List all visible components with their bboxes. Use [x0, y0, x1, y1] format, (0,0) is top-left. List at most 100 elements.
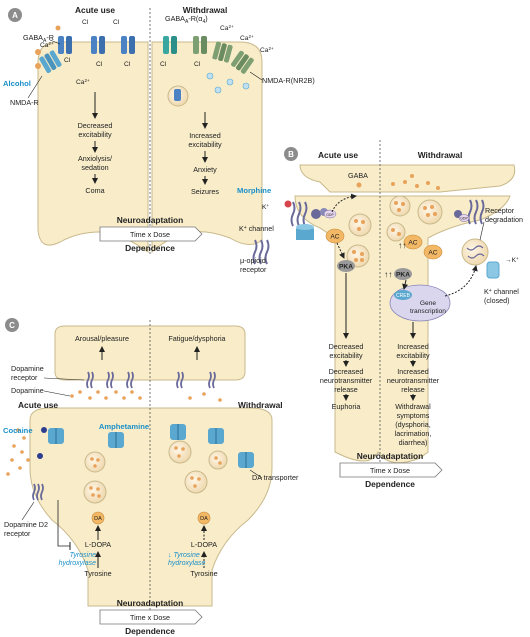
vesicles-c-acute [83, 451, 107, 504]
da-transporters-acute [48, 428, 124, 448]
panel-b-right-title: Withdrawal [418, 150, 463, 160]
panel-c-neuroadaptation: Neuroadaptation [117, 598, 184, 608]
panel-b-neuroadaptation: Neuroadaptation [357, 451, 424, 461]
k-channel-acute [296, 224, 314, 240]
panel-a-badge-label: A [12, 11, 18, 20]
vesicles-withdrawal [386, 195, 443, 242]
nmda-r-nr2b-label: NMDA-R(NR2B) [262, 76, 315, 85]
svg-text:Cl: Cl [194, 61, 201, 68]
vesicles-c-withdrawal [168, 440, 228, 494]
ac-withdrawal-2 [423, 244, 443, 260]
panel-c-right-title: Withdrawal [238, 400, 283, 410]
panel-a-neuroadaptation: Neuroadaptation [117, 215, 184, 225]
da-withdrawal [197, 511, 211, 525]
panel-a-right-chain-3: Seizures [191, 187, 219, 196]
k-channel-label: K+ channel [239, 224, 274, 233]
da-withdrawal-label: DA [200, 516, 208, 522]
dopamine-molecules-withdrawal [188, 392, 222, 402]
g-protein-acute: GDP [311, 208, 337, 219]
cocaine-molecule [41, 427, 47, 433]
panel-a-left-chain-3: Coma [85, 186, 104, 195]
ac-acute-label: AC [330, 234, 339, 241]
k-channel-closed [486, 261, 500, 279]
panel-a: A Acute use Withdrawal GABAA-R Alcohol N… [3, 5, 315, 254]
da-transporters-withdrawal [170, 424, 254, 468]
mu-opioid-receptor-lower [252, 239, 270, 265]
nmda-receptor-acute [39, 50, 62, 74]
panel-a-left-title: Acute use [75, 5, 115, 15]
svg-text:Ca2+: Ca2+ [76, 78, 90, 86]
panel-b-dependence: Dependence [365, 479, 415, 489]
svg-text:Cl: Cl [64, 57, 71, 64]
svg-text:GDP: GDP [326, 213, 334, 217]
svg-text:Cl: Cl [96, 61, 103, 68]
creb [394, 290, 412, 300]
alcohol-molecule [35, 63, 41, 69]
da-acute-label: DA [94, 516, 102, 522]
pka-withdrawal-label: PKA [396, 272, 410, 279]
pka-withdrawal [394, 268, 412, 280]
k-plus-label: K+ [262, 203, 269, 211]
svg-text:Cl: Cl [124, 61, 131, 68]
vesicles-acute [346, 213, 372, 268]
panel-a-badge [8, 8, 22, 22]
nmda-r-label: NMDA-R [10, 98, 39, 107]
da-acute [91, 511, 105, 525]
cocaine-molecule-2 [37, 453, 43, 459]
panel-a-right-chain-2: Anxiety [193, 165, 217, 174]
morphine-label: Morphine [237, 186, 271, 195]
l-dopa-withdrawal: L-DOPA [191, 540, 217, 549]
ion-labels-acute: Cl Cl Cl Cl Cl Ca2+ Ca2+ [40, 19, 131, 86]
ion-labels-withdrawal: Cl Cl Ca2+ Ca2+ Ca2+ [160, 24, 274, 68]
panel-c-presynaptic [29, 407, 273, 607]
panel-b-time-dose: Time x Dose [370, 466, 410, 475]
amphetamine-label: Amphetamine [99, 422, 149, 431]
gaba-label: GABA [348, 171, 368, 180]
gaba-a-r-label: GABAA-R [23, 33, 54, 44]
ac-withdrawal-2-label: AC [428, 250, 437, 257]
da-transporter-label: DA transporter [252, 473, 299, 482]
panel-b-time-dose-arrow [339, 462, 443, 478]
k-channel-closed-label: K+ channel(closed) [484, 287, 519, 305]
svg-text:Ca2+: Ca2+ [260, 46, 274, 54]
degradation-vesicle [461, 238, 489, 266]
tyrosine-withdrawal: Tyrosine [190, 569, 217, 578]
panel-a-time-dose-arrow [99, 226, 203, 242]
panel-a-time-dose: Time x Dose [130, 230, 170, 239]
panel-b-top-neuron [299, 164, 516, 193]
tyrosine-acute: Tyrosine [84, 569, 111, 578]
gaba-a-alpha4-receptors [163, 36, 207, 54]
morphine-molecule [284, 200, 292, 208]
ca-ions-withdrawal [206, 72, 250, 94]
panel-b-left-chain-3: Euphoria [332, 402, 361, 411]
arousal-label: Arousal/pleasure [75, 334, 129, 343]
pka-acute-label: PKA [339, 264, 353, 271]
panel-b: B Acute use Withdrawal GABA Morphine K+ … [237, 140, 523, 489]
panel-b-badge [284, 147, 298, 161]
gaba-molecule [356, 182, 362, 188]
ac-acute [325, 228, 345, 244]
panel-a-right-title: Withdrawal [183, 5, 228, 15]
svg-text:Ca2+: Ca2+ [220, 24, 234, 32]
svg-text:Ca2+: Ca2+ [40, 41, 54, 49]
l-dopa-acute: L-DOPA [85, 540, 111, 549]
dopamine-label: Dopamine [11, 386, 44, 395]
dopamine-d2-receptor [32, 483, 44, 501]
panel-c-badge-label: C [9, 321, 15, 330]
d2-inhibition-line [57, 500, 70, 547]
panel-b-badge-label: B [288, 150, 294, 159]
svg-text:Cl: Cl [82, 19, 89, 26]
ac-withdrawal-1-label: AC [408, 240, 417, 247]
internalized-receptor [174, 89, 181, 101]
dopamine-receptors [86, 371, 216, 389]
ac-increase-arrows: ↑↑ [398, 240, 406, 250]
